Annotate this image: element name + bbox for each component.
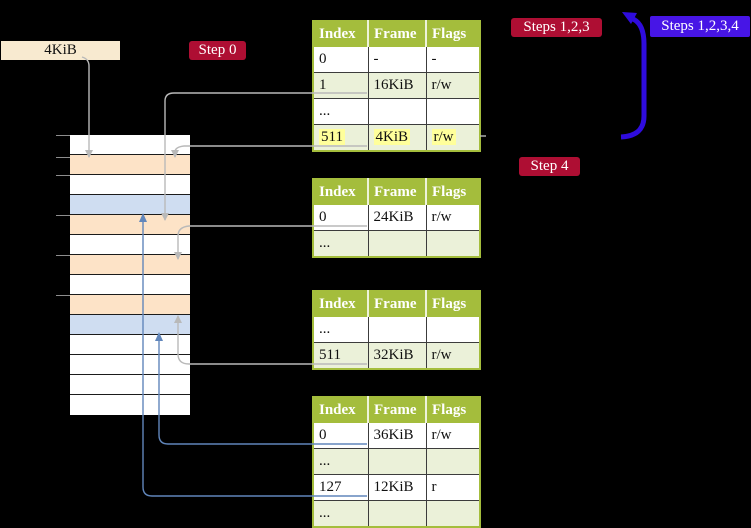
col-header-frame: Frame <box>367 397 426 423</box>
page-table-second: Index Frame Flags 0 24KiB r/w ... <box>312 178 481 258</box>
highlighted-value: r/w <box>431 129 456 145</box>
badge-step-0: Step 0 <box>189 41 246 60</box>
memory-frame-row-white <box>70 135 190 155</box>
col-header-index: Index <box>313 397 368 423</box>
memory-frame-row-peach <box>70 155 190 175</box>
col-header-index: Index <box>313 291 368 317</box>
table-row: ... <box>312 500 481 528</box>
table-row: ... <box>312 317 481 343</box>
col-header-flags: Flags <box>425 291 480 317</box>
memory-frame-row-peach <box>70 255 190 275</box>
table-header-row: Index Frame Flags <box>313 21 480 47</box>
table-header-row: Index Frame Flags <box>313 179 480 205</box>
table-row: 511 32KiB r/w <box>312 342 481 370</box>
big-loop-arrow <box>620 16 647 140</box>
memory-frame-row-white <box>70 235 190 255</box>
memory-frame-row-white <box>70 335 190 355</box>
size-label-box: 4KiB <box>1 41 120 60</box>
table-row: 1 16KiB r/w <box>312 72 481 99</box>
highlighted-value: 4KiB <box>373 129 411 145</box>
table-row: ... <box>312 98 481 125</box>
memory-tick <box>56 215 70 216</box>
memory-frame-row-blue <box>70 315 190 335</box>
memory-tick <box>56 255 70 256</box>
physical-memory-strip <box>70 135 190 415</box>
highlighted-value: 511 <box>319 129 345 145</box>
memory-tick <box>56 295 70 296</box>
memory-frame-row-white <box>70 275 190 295</box>
table-row: 0 - - <box>312 47 481 73</box>
table-row: ... <box>312 448 481 475</box>
table-row: 127 12KiB r <box>312 474 481 501</box>
col-header-index: Index <box>313 179 368 205</box>
memory-frame-row-white <box>70 175 190 195</box>
memory-tick <box>56 175 70 176</box>
col-header-frame: Frame <box>367 21 426 47</box>
table-row: ... <box>312 230 481 258</box>
col-header-frame: Frame <box>367 179 426 205</box>
memory-frame-row-white <box>70 355 190 375</box>
table-header-row: Index Frame Flags <box>313 397 480 423</box>
big-loop-arrowhead <box>622 12 637 24</box>
table-header-row: Index Frame Flags <box>313 291 480 317</box>
memory-frame-row-white <box>70 395 190 415</box>
memory-frame-row-blue <box>70 195 190 215</box>
memory-frame-row-peach <box>70 295 190 315</box>
page-table-bottom: Index Frame Flags 0 36KiB r/w ... 127 12… <box>312 396 481 528</box>
col-header-flags: Flags <box>425 21 480 47</box>
memory-tick <box>56 157 70 158</box>
memory-tick <box>56 135 70 136</box>
col-header-frame: Frame <box>367 291 426 317</box>
page-table-third: Index Frame Flags ... 511 32KiB r/w <box>312 290 481 370</box>
table-row: 0 24KiB r/w <box>312 205 481 231</box>
col-header-flags: Flags <box>425 179 480 205</box>
badge-step-4: Step 4 <box>519 157 580 176</box>
col-header-flags: Flags <box>425 397 480 423</box>
table-row-highlighted: 511 4KiB r/w <box>312 124 481 152</box>
col-header-index: Index <box>313 21 368 47</box>
memory-frame-row-white <box>70 375 190 395</box>
memory-frame-row-peach <box>70 215 190 235</box>
badge-steps-123: Steps 1,2,3 <box>511 18 602 37</box>
table-row: 0 36KiB r/w <box>312 423 481 449</box>
badge-steps-1234: Steps 1,2,3,4 <box>650 16 750 37</box>
page-table-top: Index Frame Flags 0 - - 1 16KiB r/w ... … <box>312 20 481 152</box>
